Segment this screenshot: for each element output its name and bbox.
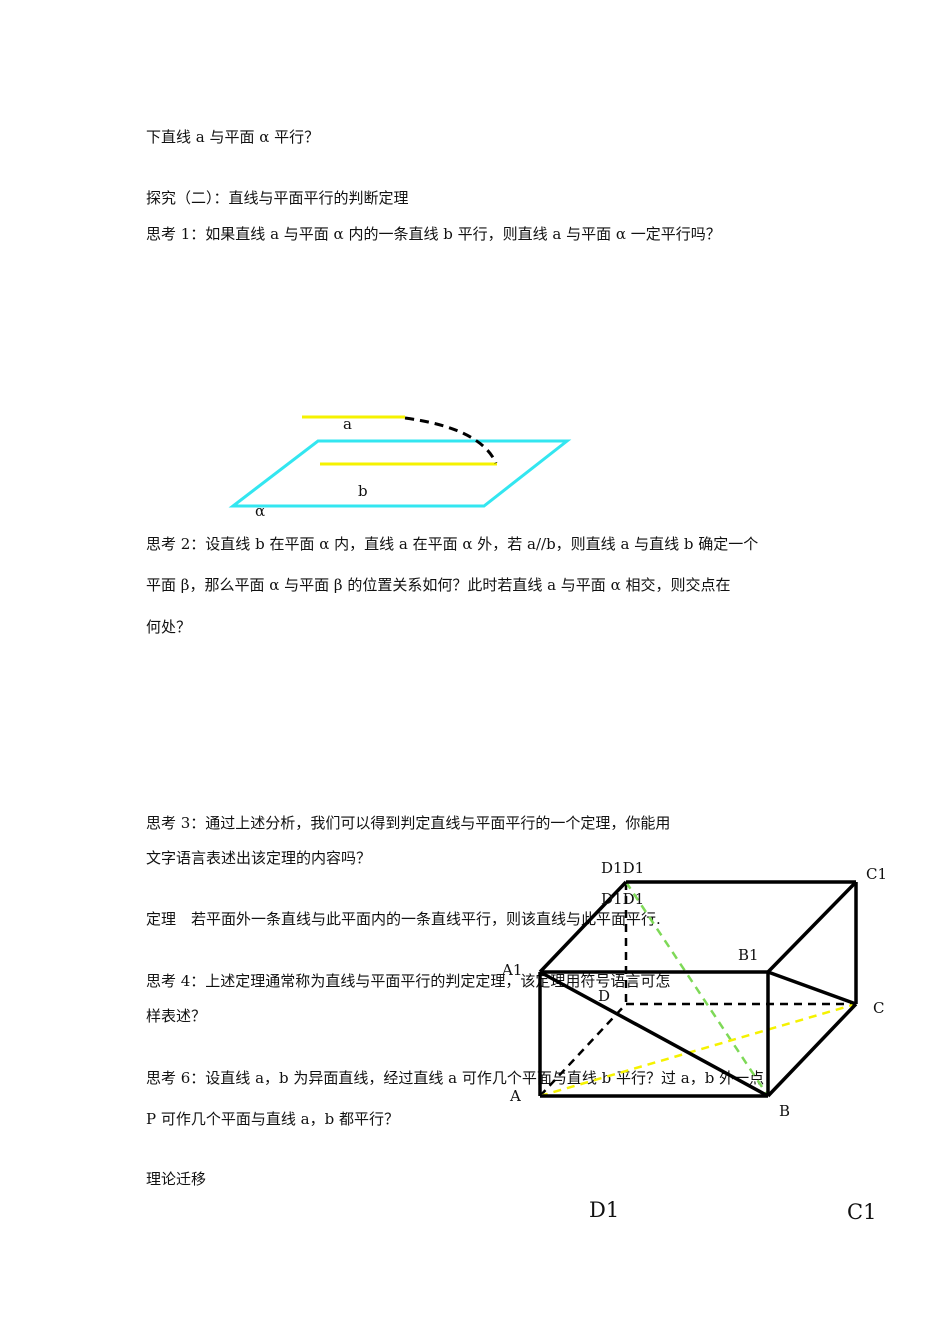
diag-D1-B — [624, 881, 770, 1097]
label-C: C — [873, 999, 885, 1017]
text-line-1: 下直线 a 与平面 α 平行？ — [146, 128, 320, 146]
diag-A-C — [539, 1002, 857, 1098]
section-heading-theory-transfer: 理论迁移 — [146, 1170, 207, 1188]
bottom-label-D1: D1 — [589, 1198, 620, 1222]
edge-A1-D1 — [538, 880, 628, 974]
plane-alpha — [228, 439, 572, 508]
label-a: a — [343, 415, 352, 433]
edge-B1-C1 — [766, 880, 858, 974]
question-2-line-2: 平面 β，那么平面 α 与平面 β 的位置关系如何？此时若直线 a 与平面 α … — [146, 576, 731, 594]
label-D1-top: D1D1 — [601, 859, 645, 877]
dashed-curve — [404, 416, 498, 464]
diag-A1-B — [539, 970, 769, 1098]
question-4-line-2: 样表述？ — [146, 1007, 207, 1025]
question-1: 思考 1：如果直线 a 与平面 α 内的一条直线 b 平行，则直线 a 与平面 … — [146, 225, 721, 243]
theorem: 定理 若平面外一条直线与此平面内的一条直线平行，则该直线与此平面平行. — [146, 910, 661, 928]
question-6-line-1: 思考 6：设直线 a，b 为异面直线，经过直线 a 可作几个平面与直线 b 平行… — [146, 1069, 765, 1087]
label-b: b — [358, 482, 368, 500]
edge-B-C — [766, 1002, 858, 1098]
question-3-line-2: 文字语言表述出该定理的内容吗？ — [146, 849, 372, 867]
label-D: D — [598, 987, 611, 1005]
bottom-label-C1: C1 — [847, 1200, 877, 1224]
label-B: B — [779, 1102, 791, 1120]
edge-A-D — [539, 1003, 627, 1097]
edge-B1-C — [767, 970, 857, 1006]
label-B1: B1 — [738, 946, 759, 964]
label-A: A — [510, 1087, 521, 1105]
question-3-line-1: 思考 3：通过上述分析，我们可以得到判定直线与平面平行的一个定理，你能用 — [146, 814, 671, 832]
question-2-line-1: 思考 2：设直线 b 在平面 α 内，直线 a 在平面 α 外，若 a//b，则… — [146, 535, 759, 553]
label-D1-second: D1D1 — [601, 890, 645, 908]
label-A1: A1 — [502, 961, 523, 979]
question-6-line-2: P 可作几个平面与直线 a，b 都平行？ — [146, 1110, 399, 1128]
section-heading-inquiry-2: 探究（二）：直线与平面平行的判断定理 — [146, 189, 409, 207]
question-2-line-3: 何处？ — [146, 618, 192, 636]
label-C1: C1 — [866, 865, 888, 883]
label-alpha: α — [255, 502, 266, 520]
